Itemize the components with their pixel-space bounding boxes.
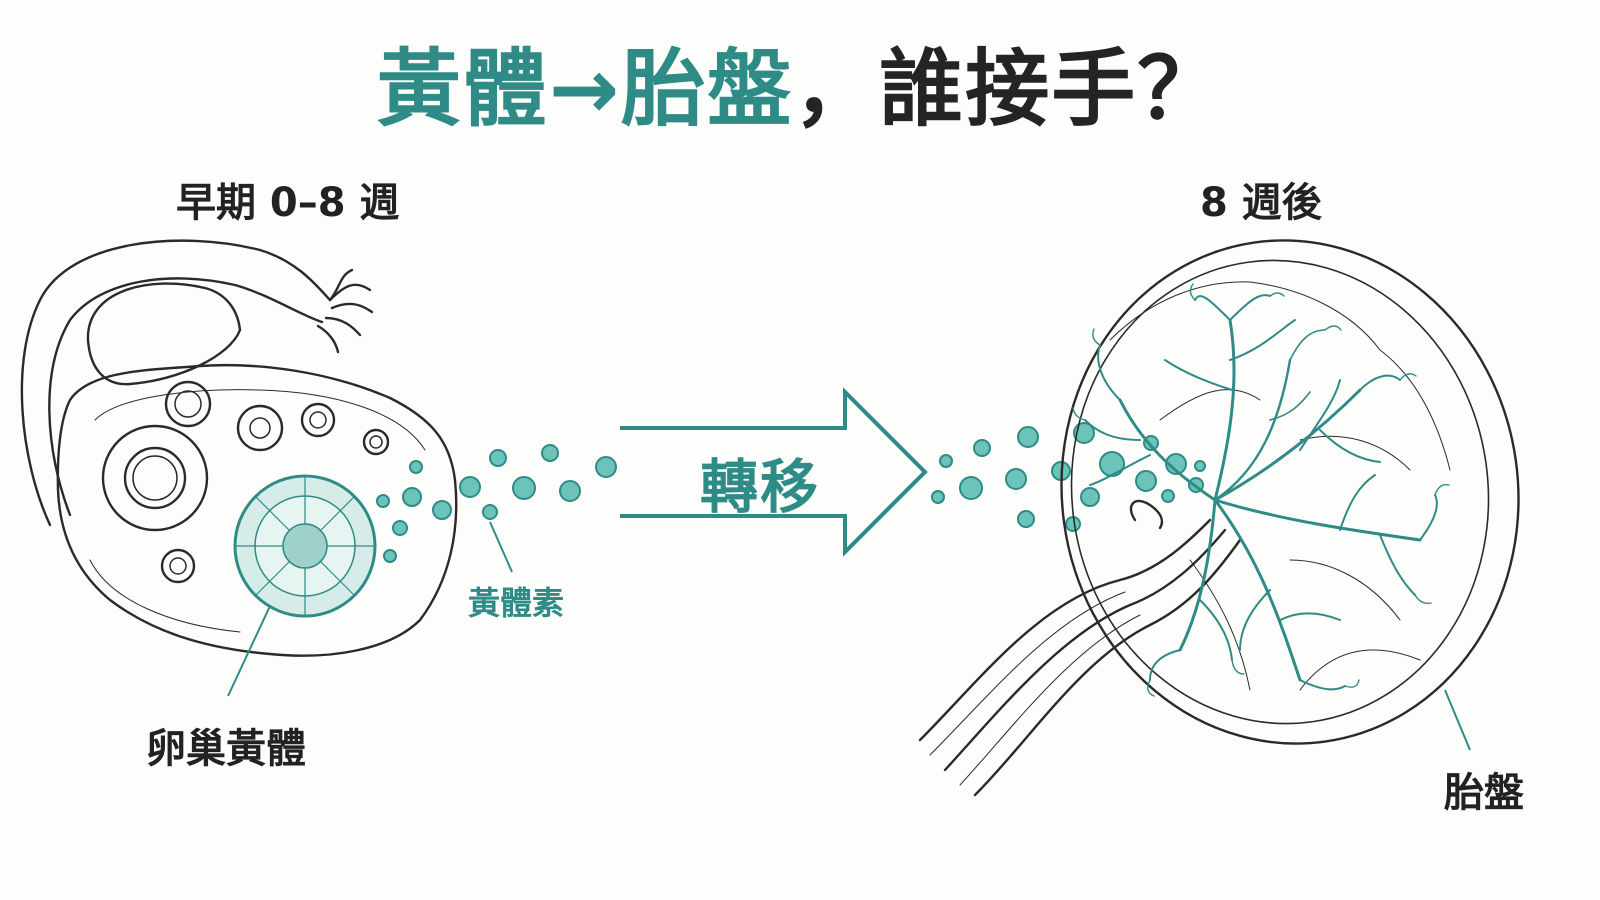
hormone-dot [512, 476, 536, 500]
hormone-dot [959, 476, 983, 500]
hormone-dot [1017, 510, 1035, 528]
placenta-pointer [1444, 689, 1471, 751]
placental-villi [1072, 283, 1450, 697]
hormone-particles-right [931, 422, 1206, 532]
hormone-dot [489, 449, 507, 467]
title-question: ，誰接手？ [793, 40, 1224, 138]
hormone-dot [376, 494, 390, 508]
hormone-dot [1161, 489, 1175, 503]
progesterone-label: 黃體素 [468, 584, 565, 622]
placenta-illustration [918, 239, 1520, 797]
transfer-arrow [620, 387, 928, 557]
hormone-dot [459, 476, 481, 498]
hormone-particles-left [376, 444, 617, 563]
ovary-illustration [20, 239, 458, 657]
hormone-dot [1017, 426, 1039, 448]
hormone-dot [939, 454, 953, 468]
title-placenta: 胎盤 [621, 40, 794, 138]
hormone-dot [973, 439, 991, 457]
corpus-luteum-icon [233, 474, 377, 618]
transfer-label: 轉移 [699, 453, 820, 521]
placenta-label: 胎盤 [1444, 770, 1524, 816]
hormone-dot [482, 504, 498, 520]
hormone-dot [595, 456, 617, 478]
corpus-luteum-pointer [227, 605, 271, 697]
hormone-dot [1143, 435, 1159, 451]
hormone-dot [1005, 468, 1027, 490]
left-heading: 早期 0–8 週 [176, 180, 400, 226]
hormone-dot [559, 480, 581, 502]
hormone-dot [541, 444, 559, 462]
title-corpus-luteum: 黃體 [376, 40, 549, 138]
hormone-pointer [489, 521, 513, 573]
title-arrow: → [548, 40, 622, 138]
hormone-dot [409, 460, 423, 474]
hormone-dot [931, 490, 945, 504]
hormone-dot [1135, 470, 1157, 492]
ovary-corpus-luteum-label: 卵巢黃體 [146, 726, 306, 772]
hormone-dot [1073, 422, 1095, 444]
hormone-dot [1099, 451, 1125, 477]
hormone-dot [383, 549, 397, 563]
hormone-dot [1080, 487, 1100, 507]
hormone-dot [402, 487, 422, 507]
page-title: 黃體→胎盤，誰接手？ [0, 22, 1600, 143]
hormone-dot [1194, 460, 1206, 472]
hormone-dot [432, 500, 452, 520]
hormone-dot [1165, 453, 1187, 475]
hormone-dot [392, 520, 408, 536]
right-heading: 8 週後 [1200, 180, 1322, 226]
